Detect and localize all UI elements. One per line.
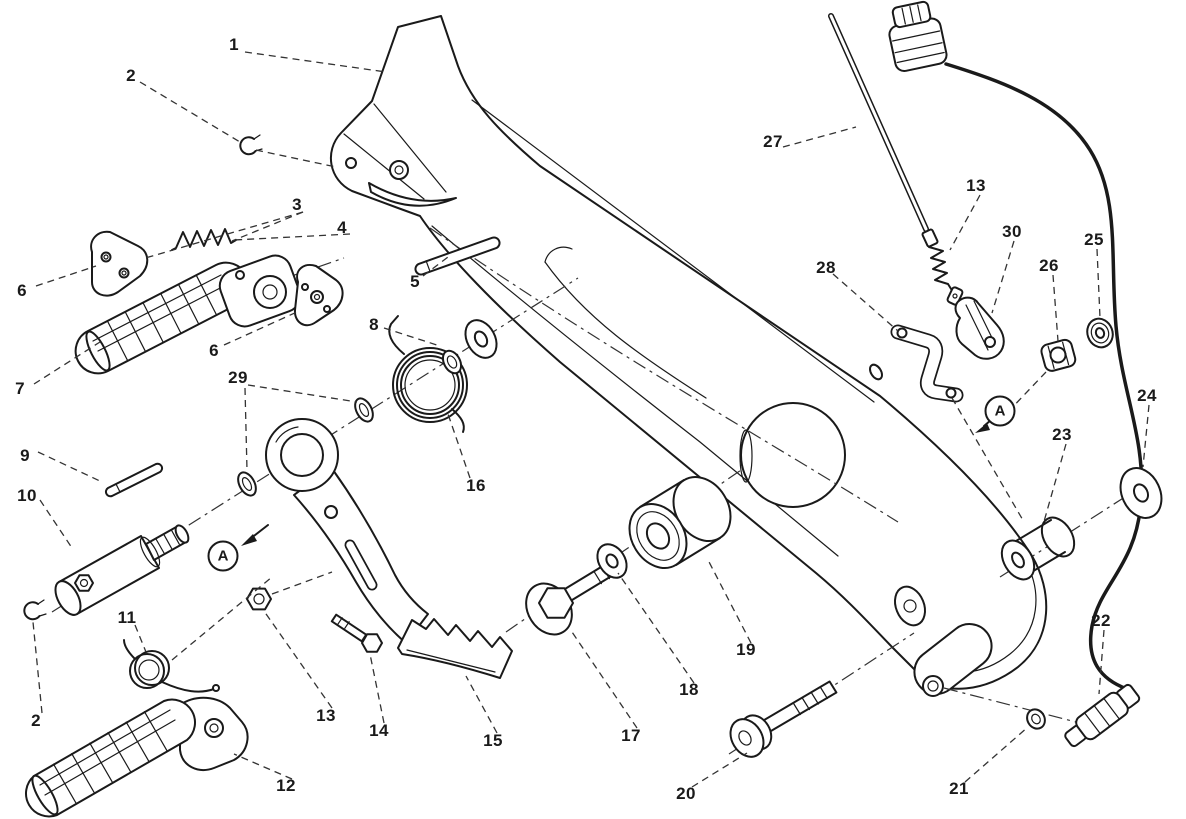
part-label-25: 25 — [1084, 230, 1104, 249]
leader-lines — [32, 51, 1150, 788]
part-label-18: 18 — [679, 680, 699, 699]
cable-and-switch-group — [828, 0, 1163, 748]
washer-21 — [1026, 708, 1046, 730]
part-label-20: 20 — [676, 784, 696, 803]
rear-footpeg-ribs — [39, 709, 176, 805]
roller-assembly — [525, 476, 732, 636]
part-label-26: 26 — [1039, 256, 1059, 275]
part-label-9: 9 — [20, 446, 30, 465]
front-footpeg-assembly — [74, 134, 501, 375]
rear-footpeg-rubber — [25, 698, 196, 818]
part-label-21: 21 — [949, 779, 969, 798]
pin-9 — [104, 462, 164, 498]
circlip-icon — [239, 136, 257, 156]
part-label-10: 10 — [17, 486, 37, 505]
part-label-13: 13 — [966, 176, 986, 195]
switch-cable — [944, 62, 1144, 691]
rear-footpeg-assembly — [25, 696, 249, 818]
frame-end-boss — [894, 585, 926, 627]
part-label-11: 11 — [117, 608, 137, 627]
pedal-pad — [397, 618, 513, 679]
connector — [888, 0, 948, 73]
part-label-19: 19 — [736, 640, 756, 659]
part-label-2: 2 — [31, 711, 41, 730]
part-label-12: 12 — [276, 776, 296, 795]
pivot-bolt-head — [74, 574, 94, 592]
part-label-4: 4 — [337, 218, 347, 237]
bolt-20-flange — [729, 718, 765, 758]
part-label-27: 27 — [763, 132, 783, 151]
part-label-6: 6 — [17, 281, 27, 300]
frame-end-stud — [922, 675, 944, 697]
footpeg-pivot-assembly — [23, 462, 220, 693]
part-label-30: 30 — [1002, 222, 1022, 241]
detail-arrow-a1 — [241, 534, 257, 546]
nut-13 — [246, 587, 272, 611]
part-label-23: 23 — [1052, 425, 1072, 444]
rod-collar — [921, 228, 939, 248]
washer-25 — [1086, 317, 1114, 349]
part-label-8: 8 — [369, 315, 379, 334]
part-label-2: 2 — [126, 66, 136, 85]
part-label-7: 7 — [15, 379, 25, 398]
return-spring-group — [237, 315, 498, 497]
detail-marker-A-2: A — [984, 395, 1016, 427]
clevis-30 — [954, 296, 1005, 360]
plate-6-left — [90, 230, 149, 297]
circlip-icon — [23, 601, 41, 621]
detail-arrow-a2 — [975, 423, 990, 433]
spring-11 — [129, 653, 165, 689]
front-footpeg-ribs — [92, 274, 227, 361]
spring-16 — [392, 347, 468, 423]
part-label-6: 6 — [209, 341, 219, 360]
swingarm-frame — [330, 15, 1048, 697]
part-label-14: 14 — [369, 721, 389, 740]
bolt-17-head — [538, 587, 574, 619]
bolt-14-head — [361, 633, 383, 653]
roller-23-back — [1040, 516, 1076, 558]
part-label-22: 22 — [1091, 611, 1111, 630]
bolt-14-shaft — [330, 613, 368, 643]
part-label-29: 29 — [228, 368, 248, 387]
detail-marker-A-1: A — [207, 540, 239, 572]
brake-pedal-assembly — [246, 418, 513, 679]
frame-route-axis — [429, 227, 899, 523]
spring-4 — [171, 228, 237, 251]
spring-13-top — [928, 246, 954, 293]
ring-8a — [441, 349, 463, 375]
part-label-15: 15 — [483, 731, 503, 750]
part-label-17: 17 — [621, 726, 641, 745]
part-label-13: 13 — [316, 706, 336, 725]
part-label-1: 1 — [229, 35, 239, 54]
frame-cable-fitting — [869, 363, 883, 381]
part-label-16: 16 — [466, 476, 486, 495]
switch-axis — [943, 687, 1077, 723]
frame-bracket-hole — [345, 157, 357, 169]
frame-slot — [368, 182, 457, 207]
frame-large-hole — [740, 402, 846, 508]
frame-outline — [330, 15, 1048, 690]
bolt-20-assembly — [729, 680, 838, 758]
part-label-5: 5 — [410, 272, 420, 291]
part-label-3: 3 — [292, 195, 302, 214]
part-label-28: 28 — [816, 258, 836, 277]
part-label-24: 24 — [1137, 386, 1157, 405]
switch-22 — [1064, 683, 1141, 748]
bolt-20-shaft — [760, 680, 838, 734]
o-ring-29b — [354, 397, 374, 423]
